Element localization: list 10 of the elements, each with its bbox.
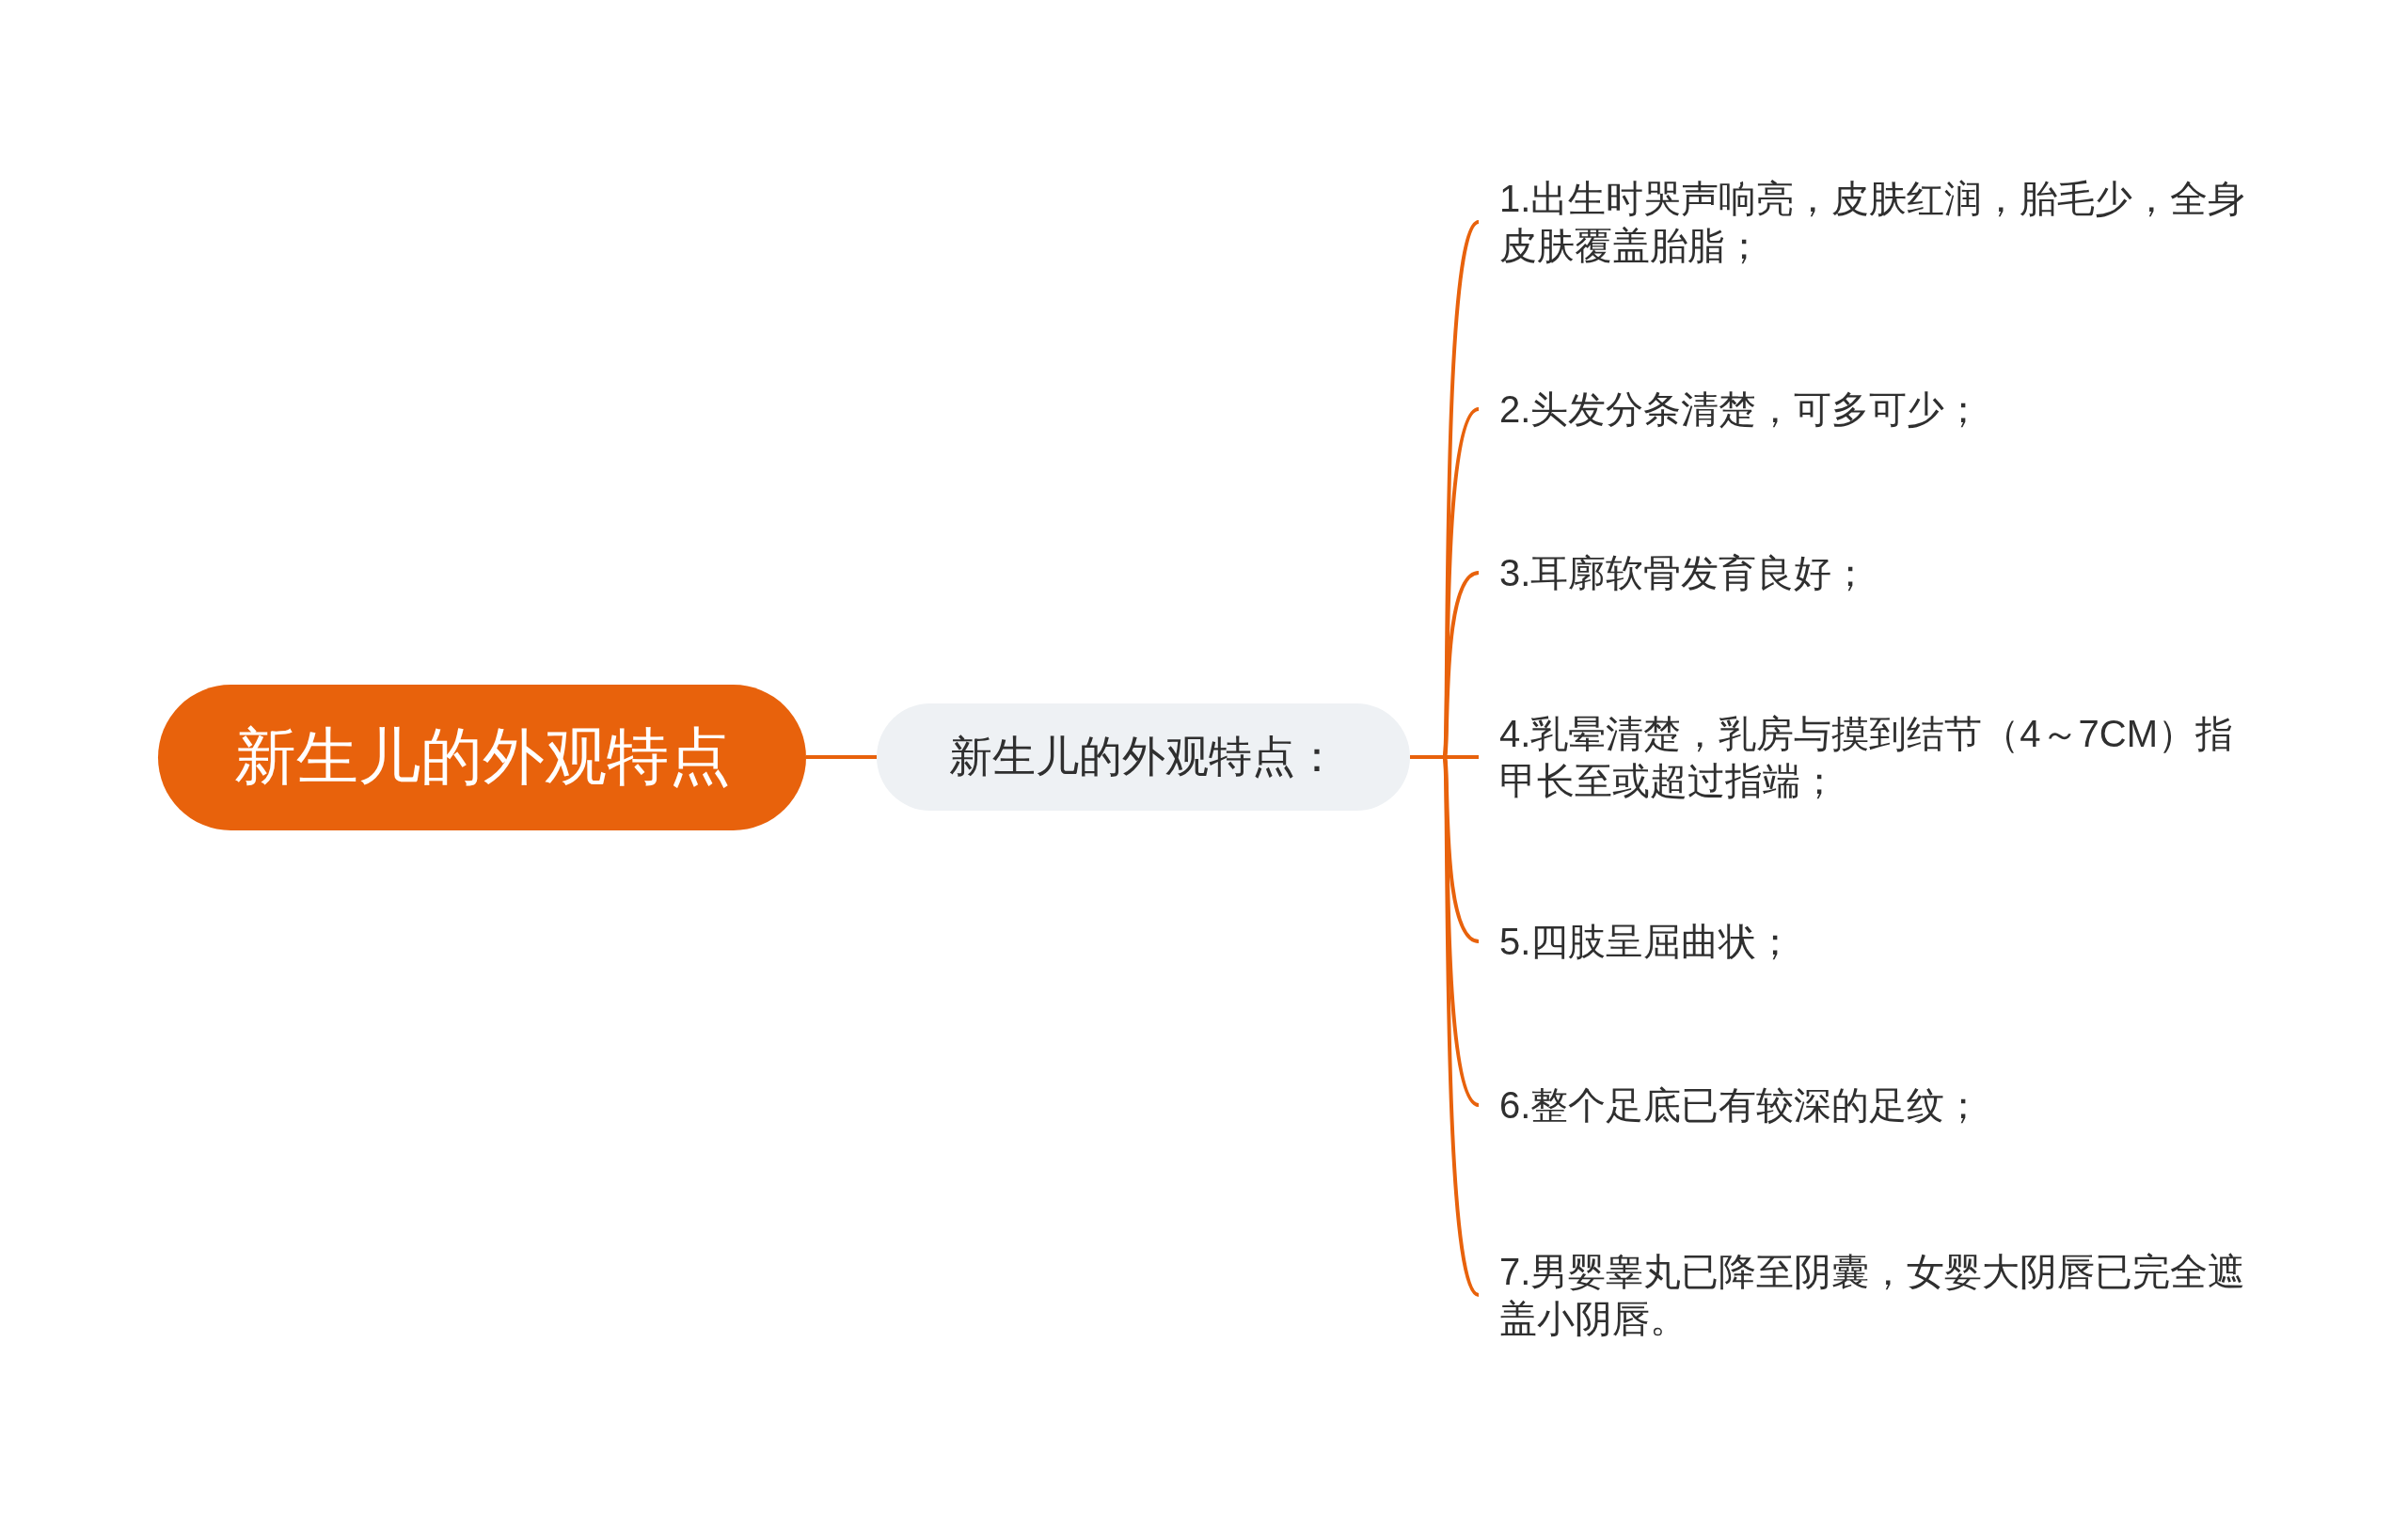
branch-label: 4.乳晕清楚，乳房与摸到结节（4～7CM）指甲长至或超过指端；: [1479, 710, 2252, 804]
branch-label: 5.四肢呈屈曲状；: [1479, 918, 2252, 965]
branch-label: 1.出生时哭声响亮，皮肤红润，胎毛少，全身皮肤覆盖胎脂；: [1479, 175, 2252, 269]
topic-pill: 新生儿的外观特点: [158, 684, 806, 830]
branch-label: 2.头发分条清楚，可多可少；: [1479, 386, 2252, 433]
branch-label: 3.耳廓软骨发育良好；: [1479, 549, 2252, 596]
branch-label: 7.男婴睾丸已降至阴囊，女婴大阴唇已完全遮盖小阴唇。: [1479, 1248, 2252, 1342]
subtopic-pill: 新生儿的外观特点：: [877, 703, 1410, 811]
branch-label: 6.整个足底已有较深的足纹；: [1479, 1082, 2252, 1129]
connector-line: [806, 755, 877, 759]
